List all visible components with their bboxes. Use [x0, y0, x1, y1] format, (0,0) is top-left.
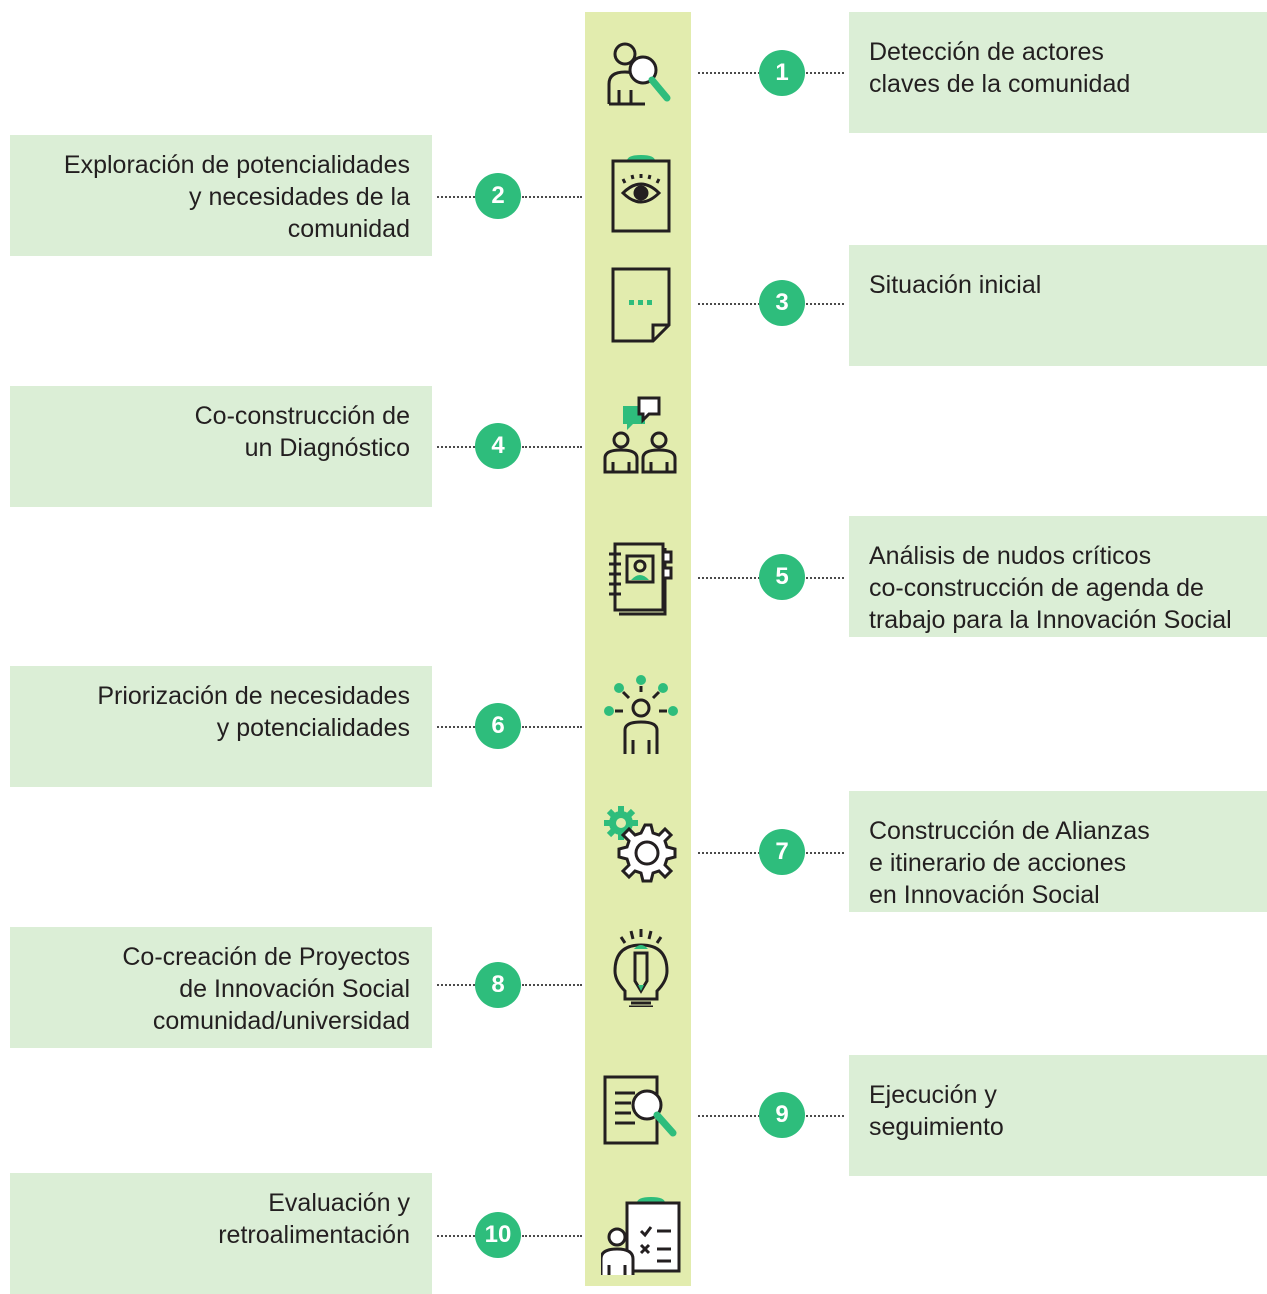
connector-dots — [437, 726, 475, 728]
person-search-icon — [601, 32, 681, 112]
step-8: Co-creación de Proyectos de Innovación S… — [0, 927, 1267, 1048]
step-3: Situación inicial 3 — [0, 245, 1267, 366]
connector-dots — [522, 726, 582, 728]
person-network-icon — [601, 674, 681, 754]
step-label: Análisis de nudos críticos co-construcci… — [869, 542, 1232, 634]
step-label-box: Situación inicial — [849, 245, 1267, 366]
step-label-box: Co-construcción de un Diagnóstico — [10, 386, 432, 507]
connector-dots — [698, 577, 760, 579]
connector-dots — [806, 72, 844, 74]
connector-dots — [522, 984, 582, 986]
step-9: Ejecución y seguimiento 9 — [0, 1055, 1267, 1176]
step-label: Evaluación y retroalimentación — [218, 1189, 410, 1249]
step-label-box: Detección de actores claves de la comuni… — [849, 12, 1267, 133]
timeline-spine — [585, 12, 691, 1286]
step-number-badge: 1 — [759, 50, 805, 96]
connector-dots — [698, 72, 760, 74]
connector-dots — [437, 1235, 475, 1237]
connector-dots — [698, 852, 760, 854]
people-chat-icon — [601, 394, 681, 474]
connector-dots — [437, 446, 475, 448]
step-label: Exploración de potencialidades y necesid… — [63, 151, 410, 243]
step-6: Priorización de necesidades y potenciali… — [0, 666, 1267, 787]
step-4: Co-construcción de un Diagnóstico 4 — [0, 386, 1267, 507]
connector-dots — [437, 984, 475, 986]
step-label-box: Análisis de nudos críticos co-construcci… — [849, 516, 1267, 637]
step-number-badge: 9 — [759, 1092, 805, 1138]
step-number-badge: 5 — [759, 554, 805, 600]
person-checklist-icon — [601, 1195, 681, 1275]
step-label-box: Evaluación y retroalimentación — [10, 1173, 432, 1294]
document-search-icon — [601, 1073, 681, 1153]
step-label-box: Priorización de necesidades y potenciali… — [10, 666, 432, 787]
connector-dots — [698, 1115, 760, 1117]
connector-dots — [806, 577, 844, 579]
connector-dots — [698, 303, 760, 305]
step-label: Detección de actores claves de la comuni… — [869, 38, 1131, 98]
connector-dots — [522, 1235, 582, 1237]
connector-dots — [522, 446, 582, 448]
step-label: Co-creación de Proyectos de Innovación S… — [122, 943, 410, 1035]
gears-icon — [601, 803, 681, 883]
step-number-badge: 2 — [475, 173, 521, 219]
step-label: Construcción de Alianzas e itinerario de… — [869, 817, 1150, 909]
step-label-box: Co-creación de Proyectos de Innovación S… — [10, 927, 432, 1048]
step-number-badge: 3 — [759, 280, 805, 326]
step-number-badge: 4 — [475, 423, 521, 469]
step-label-box: Construcción de Alianzas e itinerario de… — [849, 791, 1267, 912]
lightbulb-pencil-icon — [601, 927, 681, 1007]
notebook-user-icon — [601, 540, 681, 620]
step-7: Construcción de Alianzas e itinerario de… — [0, 791, 1267, 912]
connector-dots — [806, 852, 844, 854]
connector-dots — [437, 196, 475, 198]
connector-dots — [806, 1115, 844, 1117]
step-number-badge: 7 — [759, 829, 805, 875]
step-number-badge: 8 — [475, 962, 521, 1008]
step-2: Exploración de potencialidades y necesid… — [0, 135, 1267, 256]
step-number-badge: 10 — [475, 1212, 521, 1258]
step-number-badge: 6 — [475, 703, 521, 749]
connector-dots — [522, 196, 582, 198]
step-10: Evaluación y retroalimentación 10 — [0, 1173, 1267, 1294]
step-label: Co-construcción de un Diagnóstico — [194, 402, 410, 462]
step-1: Detección de actores claves de la comuni… — [0, 12, 1267, 133]
step-label: Situación inicial — [869, 271, 1042, 299]
step-label: Priorización de necesidades y potenciali… — [97, 682, 410, 742]
document-dots-icon — [601, 265, 681, 345]
step-label: Ejecución y seguimiento — [869, 1081, 1004, 1141]
step-5: Análisis de nudos críticos co-construcci… — [0, 516, 1267, 637]
clipboard-eye-icon — [601, 153, 681, 233]
step-label-box: Ejecución y seguimiento — [849, 1055, 1267, 1176]
connector-dots — [806, 303, 844, 305]
step-label-box: Exploración de potencialidades y necesid… — [10, 135, 432, 256]
